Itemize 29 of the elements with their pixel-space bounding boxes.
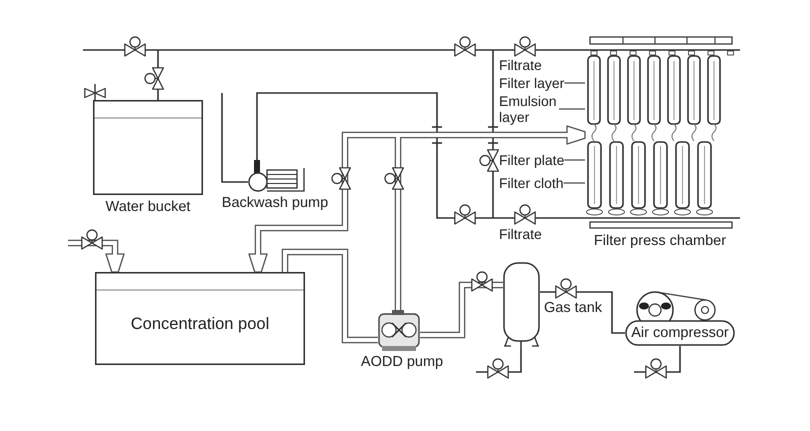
pipe [493, 217, 585, 219]
part-label: Filter layer [499, 75, 564, 91]
flow-label: Filtrate [499, 226, 542, 242]
pipe [540, 291, 625, 334]
equipment-label: Water bucket [106, 199, 190, 216]
leader-line [564, 82, 586, 84]
pipe [248, 132, 398, 273]
equipment-label: Gas tank [544, 300, 602, 317]
equipment-label: Filter press chamber [594, 233, 726, 250]
equipment-label: Concentration pool [130, 316, 270, 333]
pipe [492, 50, 494, 218]
equipment-label: AODD pump [360, 354, 444, 371]
part-label: Filter plate [499, 152, 564, 168]
pipe [256, 92, 493, 219]
pipe [634, 346, 681, 373]
pipe [221, 93, 248, 183]
pipe [420, 282, 503, 338]
pipe [398, 125, 586, 145]
pipe [394, 137, 402, 310]
flow-label: Filtrate [499, 57, 542, 73]
pipe [476, 350, 522, 373]
pipe [282, 248, 378, 344]
pipe [68, 240, 125, 273]
part-label: Emulsion layer [499, 93, 559, 125]
part-label: Filter cloth [499, 175, 564, 191]
equipment-label: Backwash pump [222, 195, 328, 212]
equipment-label: Air compressor [631, 325, 729, 342]
leader-line [563, 182, 586, 184]
leader-line [558, 108, 586, 110]
